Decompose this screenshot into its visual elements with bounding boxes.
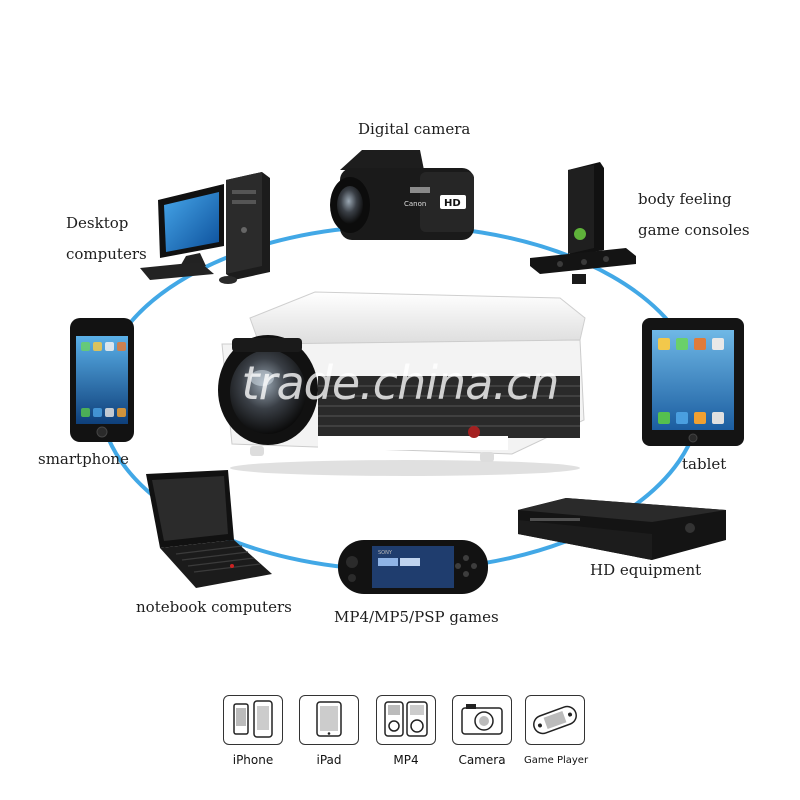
desktop-illustration — [140, 172, 270, 284]
psp-illustration: SONY — [338, 540, 488, 594]
camera-icon — [452, 695, 512, 745]
iphone-icon — [223, 695, 283, 745]
tile-mp4: MP4 — [375, 695, 437, 767]
tile-caption: Camera — [458, 753, 506, 767]
label-game-consoles-line1: body feeling — [638, 190, 732, 208]
camera-illustration: Canon HD — [330, 150, 474, 240]
label-desktop-line2: computers — [66, 245, 147, 263]
smartphone-illustration — [70, 318, 134, 442]
label-notebook: notebook computers — [136, 598, 292, 616]
tile-caption: iPad — [316, 753, 342, 767]
game-player-icon — [525, 695, 585, 745]
tile-caption: MP4 — [393, 753, 419, 767]
tile-iphone: iPhone — [222, 695, 284, 767]
notebook-illustration — [146, 470, 272, 588]
watermark-text: trade.china.cn — [241, 356, 560, 410]
label-smartphone: smartphone — [38, 450, 129, 468]
tile-camera: Camera — [451, 695, 513, 767]
label-hd-equipment: HD equipment — [590, 561, 702, 579]
tablet-illustration — [642, 318, 744, 446]
label-game-consoles-line2: game consoles — [638, 221, 750, 239]
ipad-icon — [299, 695, 359, 745]
psp-brand: SONY — [378, 550, 393, 556]
tile-caption: Game Player — [524, 755, 589, 766]
camera-hd-badge: HD — [444, 198, 461, 209]
label-tablet: tablet — [682, 455, 727, 473]
label-digital-camera: Digital camera — [358, 120, 471, 138]
label-desktop-line1: Desktop — [66, 214, 129, 232]
compatibility-tiles: iPhone iPad — [222, 695, 592, 775]
tile-caption: iPhone — [232, 753, 274, 767]
tile-game-player: Game Player — [524, 695, 589, 766]
game-console-illustration — [530, 162, 636, 284]
projector-illustration — [218, 291, 586, 476]
mp4-player-icon — [376, 695, 436, 745]
label-psp-games: MP4/MP5/PSP games — [334, 608, 499, 626]
hd-equipment-illustration — [518, 498, 726, 560]
tile-ipad: iPad — [298, 695, 360, 767]
camera-brand: Canon — [404, 200, 426, 208]
